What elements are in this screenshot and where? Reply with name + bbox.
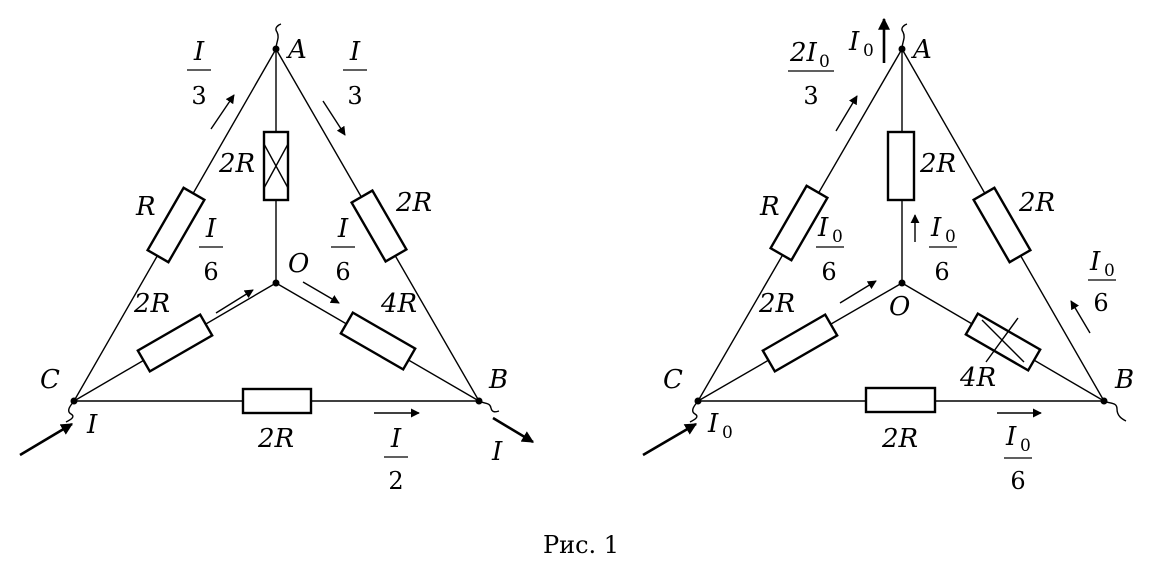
arrow-current-ba	[1070, 300, 1091, 334]
frac-co-num-sub: 0	[832, 227, 843, 247]
frac-ao-num: I	[930, 213, 942, 243]
cross-mark-ob	[981, 317, 1025, 363]
fraction-current-co: I 0 6	[816, 213, 844, 286]
frac-ao-num-sub: 0	[945, 227, 956, 247]
figure-caption: Рис. 1	[543, 531, 619, 559]
label-node-c: C	[663, 365, 683, 395]
label-node-a: A	[911, 35, 932, 65]
label-node-c: C	[40, 365, 60, 395]
frac-cb-num: I	[390, 424, 402, 454]
cross-mark-ao	[263, 143, 289, 189]
frac-ba-num: I	[1089, 247, 1101, 277]
frac-ao-den: 6	[934, 258, 949, 286]
arrow-current-co	[839, 280, 877, 304]
frac-ca-num-sub: 0	[819, 52, 830, 72]
arrow-current-ab	[322, 100, 346, 136]
right-circuit: A B C O R 2R 2R 2R 4R 2R I 0 I 0 2I 0 3 …	[642, 17, 1134, 495]
input-current-arrow	[19, 422, 74, 457]
terminal-a-squiggle	[275, 23, 282, 50]
arrow-current-ca	[835, 95, 858, 132]
label-resistor-ao: 2R	[218, 149, 255, 179]
terminal-b-squiggle	[478, 400, 500, 413]
label-current-in: I 0	[707, 409, 733, 443]
node-o	[898, 279, 906, 287]
label-resistor-co: 2R	[758, 289, 795, 319]
label-resistor-cb: 2R	[881, 424, 918, 454]
frac-ba-den: 6	[1093, 289, 1108, 317]
resistor-ab	[971, 186, 1033, 264]
fraction-current-co: I 6	[199, 214, 223, 286]
resistor-ob	[339, 310, 417, 372]
label-resistor-ob: 4R	[380, 289, 417, 319]
label-resistor-cb: 2R	[257, 424, 294, 454]
fraction-current-cb: I 0 6	[1004, 422, 1032, 495]
frac-cb-den: 2	[388, 467, 403, 495]
frac-co-den: 6	[821, 258, 836, 286]
frac-cb-den: 6	[1010, 467, 1025, 495]
resistor-co	[761, 312, 839, 374]
label-resistor-ob: 4R	[959, 363, 996, 393]
terminal-b-squiggle	[1103, 400, 1127, 422]
resistor-ab	[349, 188, 409, 264]
fraction-current-ca: 2I 0 3	[788, 38, 834, 110]
label-current-out: I 0	[848, 27, 874, 61]
arrow-current-ca	[210, 94, 235, 130]
fraction-current-ob: I 6	[331, 214, 355, 286]
terminal-a-squiggle	[901, 23, 908, 50]
frac-ca-den: 3	[803, 82, 818, 110]
frac-ob-den: 6	[335, 258, 350, 286]
label-resistor-co: 2R	[133, 289, 170, 319]
label-node-a: A	[286, 35, 307, 65]
frac-co-num: I	[205, 214, 217, 244]
label-resistor-ab: 2R	[1018, 188, 1055, 218]
frac-ca-num: 2I	[789, 38, 818, 68]
label-node-o: O	[889, 292, 910, 322]
fraction-current-ao: I 0 6	[929, 213, 957, 286]
out-sub: 0	[863, 41, 874, 61]
in-sym: I	[707, 409, 719, 439]
input-current-arrow	[642, 422, 698, 457]
fraction-current-ba: I 0 6	[1088, 247, 1116, 317]
frac-ab-num: I	[349, 37, 361, 67]
frac-ab-den: 3	[347, 82, 362, 110]
out-sym: I	[848, 27, 860, 57]
label-resistor-ab: 2R	[395, 188, 432, 218]
fraction-current-ab: I 3	[343, 37, 367, 110]
resistor-co	[136, 312, 214, 374]
frac-co-num: I	[817, 213, 829, 243]
frac-ca-num: I	[193, 37, 205, 67]
resistor-cb	[864, 386, 937, 414]
label-resistor-ca: R	[135, 192, 156, 222]
frac-co-den: 6	[203, 258, 218, 286]
label-resistor-ca: R	[759, 192, 780, 222]
label-node-o: O	[288, 249, 309, 279]
output-current-arrow	[492, 416, 535, 444]
arrow-current-ob	[302, 281, 340, 304]
resistor-cb	[241, 387, 313, 415]
resistor-ao	[262, 130, 290, 202]
terminal-c-squiggle	[65, 400, 75, 423]
label-current-out: I	[491, 437, 503, 467]
label-current-in: I	[86, 410, 98, 440]
arrow-current-co	[215, 289, 254, 314]
resistor-ca	[768, 184, 830, 262]
resistor-ca	[145, 186, 207, 264]
resistor-ob	[964, 311, 1042, 373]
fraction-current-cb: I 2	[384, 424, 408, 495]
frac-ob-num: I	[337, 214, 349, 244]
left-circuit: A B C O R 2R 2R 2R 4R 2R I I I 3 I 3 I 6…	[19, 23, 535, 495]
frac-ba-num-sub: 0	[1104, 261, 1115, 281]
label-resistor-ao: 2R	[919, 149, 956, 179]
in-sub: 0	[722, 423, 733, 443]
node-o	[272, 279, 280, 287]
frac-ca-den: 3	[191, 82, 206, 110]
fraction-current-ca: I 3	[187, 37, 211, 110]
label-node-b: B	[488, 365, 508, 395]
frac-cb-num-sub: 0	[1020, 436, 1031, 456]
terminal-c-squiggle	[689, 400, 699, 423]
label-node-b: B	[1114, 365, 1134, 395]
resistor-ao	[886, 130, 916, 202]
frac-cb-num: I	[1005, 422, 1017, 452]
